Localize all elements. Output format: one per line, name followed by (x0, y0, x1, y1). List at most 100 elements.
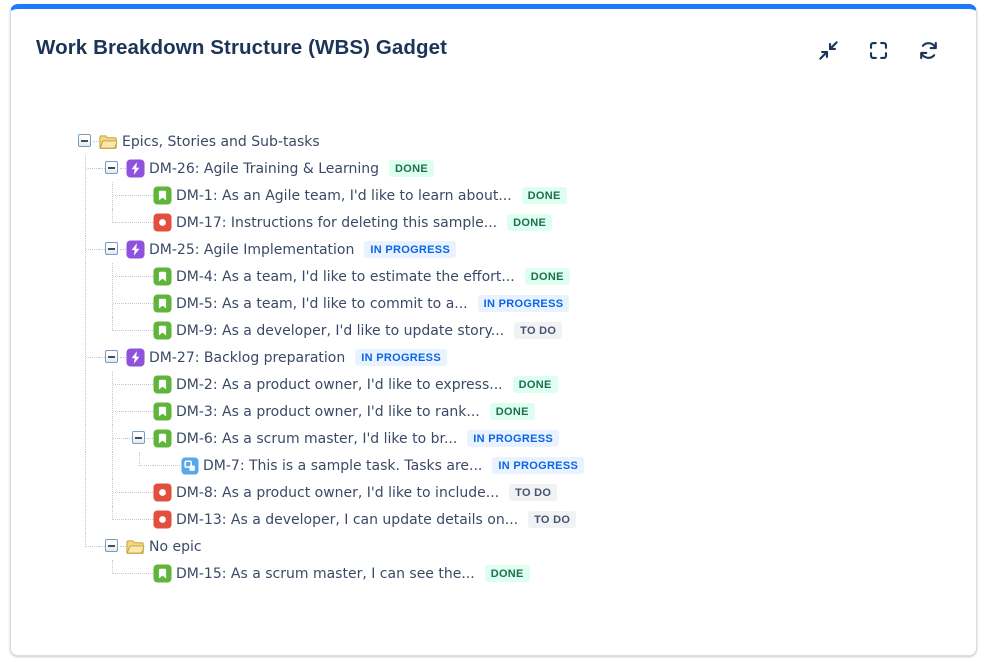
tree-node-label[interactable]: DM-2: As a product owner, I'd like to ex… (176, 376, 503, 393)
folder-icon (126, 537, 145, 556)
bug-icon (153, 213, 172, 232)
status-badge: DONE (524, 267, 570, 286)
tree-node-label[interactable]: Epics, Stories and Sub-tasks (122, 133, 320, 150)
tree-node-label[interactable]: DM-26: Agile Training & Learning (149, 160, 380, 177)
status-badge: TO DO (514, 321, 563, 340)
tree-node-label[interactable]: DM-9: As a developer, I'd like to update… (176, 322, 505, 339)
fullscreen-button[interactable] (867, 39, 890, 62)
story-icon (153, 564, 172, 583)
gadget-header: Work Breakdown Structure (WBS) Gadget (36, 36, 940, 62)
tree-line-corner (126, 452, 153, 479)
tree-expander-cell (126, 425, 153, 452)
tree-node-root: Epics, Stories and Sub-tasks (72, 128, 952, 155)
status-badge: IN PROGRESS (492, 456, 585, 475)
status-badge: DONE (507, 213, 553, 232)
tree-line-vertical (72, 506, 99, 533)
tree-line-vertical (72, 425, 99, 452)
gadget-title: Work Breakdown Structure (WBS) Gadget (36, 36, 448, 59)
tree-line-branch (99, 182, 126, 209)
subtask-icon (180, 456, 199, 475)
tree-node-label[interactable]: No epic (149, 538, 202, 555)
tree-node-DM-17: DM-17: Instructions for deleting this sa… (72, 209, 952, 236)
status-badge: IN PROGRESS (364, 240, 457, 259)
epic-icon (126, 159, 145, 178)
tree-line-empty (72, 560, 99, 587)
tree-node-DM-13: DM-13: As a developer, I can update deta… (72, 506, 952, 533)
story-icon (153, 186, 172, 205)
tree-node-DM-15: DM-15: As a scrum master, I can see the.… (72, 560, 952, 587)
tree-line-corner (99, 560, 126, 587)
tree-node-label[interactable]: DM-17: Instructions for deleting this sa… (176, 214, 498, 231)
tree-line-horizontal (126, 371, 153, 398)
tree-node-label[interactable]: DM-4: As a team, I'd like to estimate th… (176, 268, 515, 285)
tree-line-vertical (72, 479, 99, 506)
tree-line-horizontal (126, 317, 153, 344)
tree-node-label[interactable]: DM-8: As a product owner, I'd like to in… (176, 484, 500, 501)
tree-expander-toggle[interactable] (105, 161, 118, 174)
collapse-icon (817, 39, 840, 62)
story-icon (153, 375, 172, 394)
tree-line-horizontal (126, 560, 153, 587)
tree-expander-toggle[interactable] (105, 539, 118, 552)
tree-line-vertical (72, 182, 99, 209)
bug-icon (153, 483, 172, 502)
tree-node-label[interactable]: DM-5: As a team, I'd like to commit to a… (176, 295, 468, 312)
tree-line-vertical (72, 398, 99, 425)
status-badge: TO DO (509, 483, 558, 502)
tree-node-DM-3: DM-3: As a product owner, I'd like to ra… (72, 398, 952, 425)
tree-expander-toggle[interactable] (105, 350, 118, 363)
tree-node-DM-6: DM-6: As a scrum master, I'd like to br.… (72, 425, 952, 452)
gadget-toolbar (817, 36, 940, 62)
tree-line-branch (99, 398, 126, 425)
tree-line-horizontal (126, 209, 153, 236)
tree-line-corner (99, 209, 126, 236)
tree-line-branch (72, 344, 99, 371)
tree-line-vertical (99, 452, 126, 479)
refresh-icon (917, 39, 940, 62)
status-badge: IN PROGRESS (467, 429, 560, 448)
tree-node-label[interactable]: DM-3: As a product owner, I'd like to ra… (176, 403, 480, 420)
tree-line-branch (99, 371, 126, 398)
status-badge: DONE (512, 375, 558, 394)
story-icon (153, 429, 172, 448)
tree-node-label[interactable]: DM-27: Backlog preparation (149, 349, 346, 366)
tree-node-DM-8: DM-8: As a product owner, I'd like to in… (72, 479, 952, 506)
tree-expander-toggle[interactable] (78, 134, 91, 147)
tree-line-branch (72, 236, 99, 263)
tree-expander-cell (72, 128, 99, 155)
tree-node-label[interactable]: DM-13: As a developer, I can update deta… (176, 511, 519, 528)
tree-expander-toggle[interactable] (105, 242, 118, 255)
tree-line-branch (99, 263, 126, 290)
tree-line-horizontal (126, 398, 153, 425)
tree-line-branch (72, 155, 99, 182)
tree-node-label[interactable]: DM-25: Agile Implementation (149, 241, 355, 258)
epic-icon (126, 348, 145, 367)
folder-icon (99, 132, 118, 151)
tree-node-no-epic: No epic (72, 533, 952, 560)
tree-line-branch (99, 479, 126, 506)
story-icon (153, 321, 172, 340)
tree-node-label[interactable]: DM-6: As a scrum master, I'd like to br.… (176, 430, 458, 447)
tree-node-DM-25: DM-25: Agile Implementation IN PROGRESS (72, 236, 952, 263)
status-badge: TO DO (528, 510, 577, 529)
tree-line-vertical (72, 452, 99, 479)
tree-node-label[interactable]: DM-1: As an Agile team, I'd like to lear… (176, 187, 512, 204)
tree-line-vertical (72, 317, 99, 344)
wbs-gadget-card: Work Breakdown Structure (WBS) Gadget (10, 4, 977, 656)
tree-node-label[interactable]: DM-7: This is a sample task. Tasks are..… (203, 457, 483, 474)
tree-line-corner (72, 533, 99, 560)
tree-node-label[interactable]: DM-15: As a scrum master, I can see the.… (176, 565, 475, 582)
tree-node-DM-4: DM-4: As a team, I'd like to estimate th… (72, 263, 952, 290)
status-badge: DONE (521, 186, 567, 205)
tree-line-corner (99, 506, 126, 533)
refresh-button[interactable] (917, 39, 940, 62)
tree-node-DM-2: DM-2: As a product owner, I'd like to ex… (72, 371, 952, 398)
tree-line-corner (99, 317, 126, 344)
tree-expander-toggle[interactable] (132, 431, 145, 444)
collapse-button[interactable] (817, 39, 840, 62)
status-badge: IN PROGRESS (477, 294, 570, 313)
